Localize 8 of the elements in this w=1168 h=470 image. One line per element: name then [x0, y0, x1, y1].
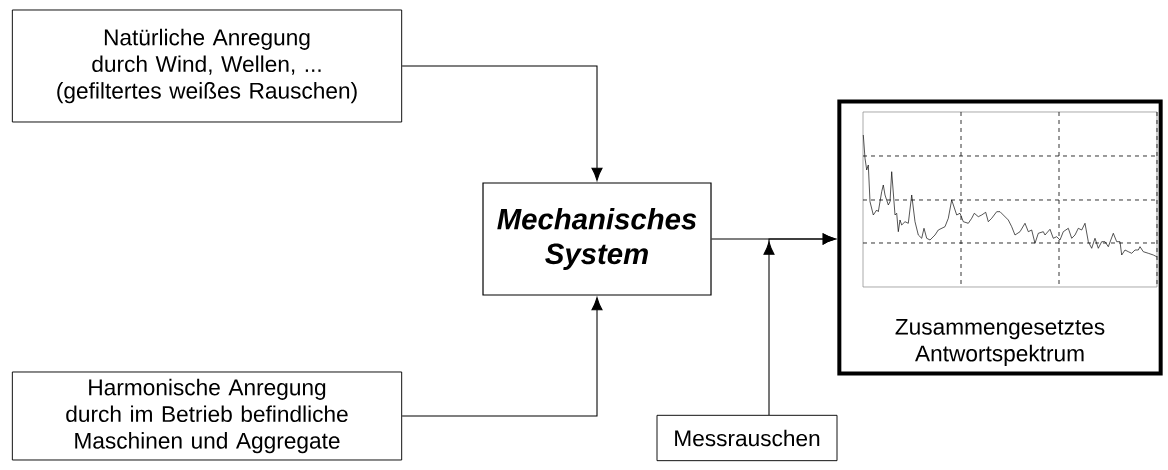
text-box: Harmonische Anregung durch im Betrieb befindliche Maschinen und Aggregate	[11, 371, 403, 461]
arrow	[401, 297, 603, 417]
text-box: Natürliche Anregung durch Wind, Wellen, ... (gefiltertes weißes Rauschen)	[11, 9, 403, 123]
arrow	[763, 233, 836, 416]
spectrum-panel: Zusammengesetztes Antwortspektrum	[837, 99, 1163, 376]
text-box: Messrauschen	[656, 414, 838, 462]
arrow	[401, 65, 603, 181]
system-box: Mechanisches System	[482, 182, 712, 296]
